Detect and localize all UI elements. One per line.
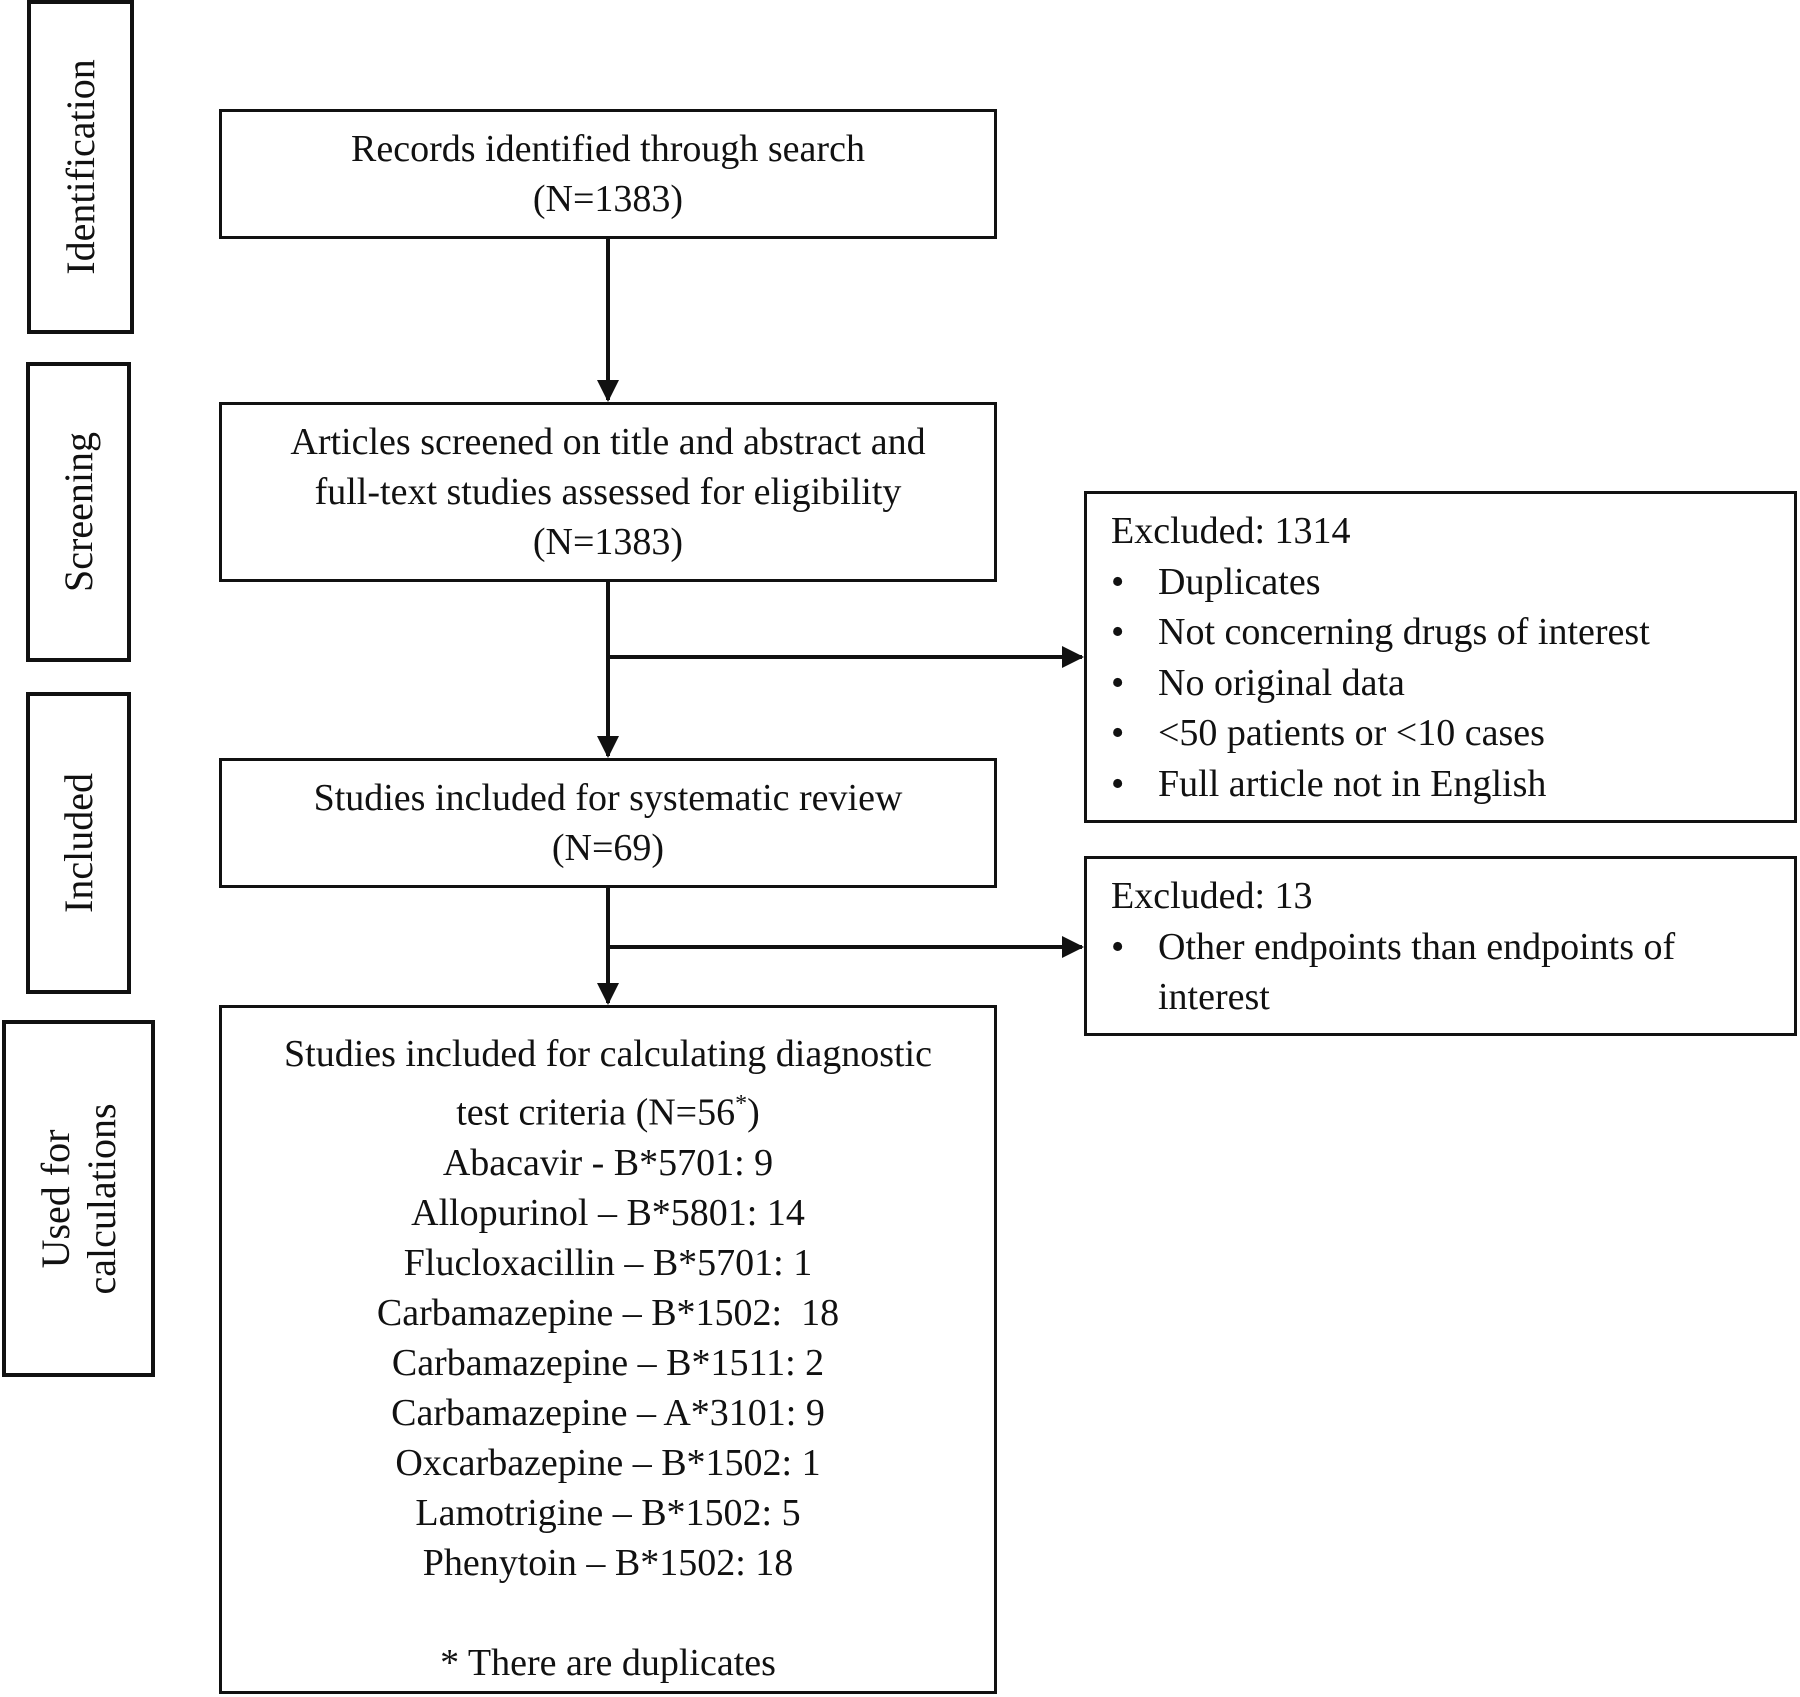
excluded-box-2: Excluded: 13 • Other endpoints than endpo… <box>1084 856 1797 1036</box>
calculations-line2: test criteria (N=56*) <box>456 1079 760 1138</box>
calc-item: Oxcarbazepine – B*1502: 1 <box>395 1441 821 1484</box>
arrowhead-records-to-screened <box>597 380 619 402</box>
stage-used-for-calculations: Used for calculations <box>2 1020 155 1377</box>
screened-box: Articles screened on title and abstract … <box>219 402 997 582</box>
calc-item: Flucloxacillin – B*5701: 1 <box>403 1241 813 1284</box>
calculations-line1: Studies included for calculating diagnos… <box>284 1033 932 1075</box>
calc-item: Carbamazepine – B*1502: 18 <box>376 1291 840 1334</box>
systematic-review-box: Studies included for systematic review (… <box>219 758 997 888</box>
excluded-1-title: Excluded: 1314 <box>1111 510 1351 552</box>
list-item: • <50 patients or <10 cases <box>1111 708 1794 759</box>
excluded-1-item: Full article not in English <box>1158 762 1547 805</box>
calc-item: Abacavir - B*5701: 9 <box>442 1141 774 1184</box>
calc-item: Carbamazepine – A*3101: 9 <box>391 1391 825 1434</box>
calculations-line2-close: ) <box>747 1091 760 1134</box>
screened-count: (N=1383) <box>532 521 684 563</box>
excluded-1-item: Not concerning drugs of interest <box>1158 611 1650 653</box>
systematic-line1: Studies included for systematic review <box>313 777 903 819</box>
stage-included: Included <box>26 692 131 994</box>
stage-identification: Identification <box>27 0 134 334</box>
stage-screening: Screening <box>26 362 131 662</box>
calculations-asterisk: * <box>735 1091 748 1117</box>
arrowhead-excluded-2 <box>1062 936 1084 958</box>
calc-item: Lamotrigine – B*1502: 5 <box>415 1491 801 1534</box>
arrowhead-excluded-1 <box>1062 646 1084 668</box>
calc-item: Carbamazepine – B*1511: 2 <box>391 1341 825 1384</box>
excluded-1-item: <50 patients or <10 cases <box>1158 712 1545 754</box>
calc-item: Phenytoin – B*1502: 18 <box>422 1541 794 1584</box>
arrowhead-screened-to-systematic <box>597 736 619 758</box>
list-item: • Full article not in English <box>1111 759 1794 810</box>
records-identified-box: Records identified through search (N=138… <box>219 109 997 239</box>
arrowhead-systematic-to-calculations <box>597 983 619 1005</box>
list-item: • Duplicates <box>1111 557 1794 608</box>
bullet-icon: • <box>1111 712 1125 754</box>
excluded-2-list: • Other endpoints than endpoints of intere… <box>1111 922 1794 1023</box>
bullet-icon: • <box>1111 925 1125 968</box>
list-item: • Other endpoints than endpoints of intere… <box>1111 922 1794 1023</box>
bullet-icon: • <box>1111 661 1125 704</box>
calculations-box: Studies included for calculating diagnos… <box>219 1005 997 1694</box>
calculations-line2-text: test criteria (N=56 <box>456 1091 736 1134</box>
bullet-icon: • <box>1111 560 1125 603</box>
excluded-2-item-line2: interest <box>1158 976 1270 1018</box>
calc-item: Allopurinol – B*5801: 14 <box>411 1191 805 1234</box>
excluded-1-item: Duplicates <box>1158 560 1321 603</box>
bullet-icon: • <box>1111 762 1125 805</box>
screened-line2: full-text studies assessed for eligibili… <box>314 471 902 513</box>
list-item: • No original data <box>1111 658 1794 709</box>
bullet-icon: • <box>1111 611 1125 653</box>
excluded-1-list: • Duplicates • Not concerning drugs of int… <box>1111 557 1794 810</box>
excluded-1-item: No original data <box>1158 661 1405 704</box>
excluded-box-1: Excluded: 1314 • Duplicates • Not concerni… <box>1084 491 1797 823</box>
screened-line1: Articles screened on title and abstract … <box>290 421 926 463</box>
records-line1: Records identified through search <box>351 128 865 170</box>
list-item: • Not concerning drugs of interest <box>1111 607 1794 658</box>
systematic-count: (N=69) <box>551 827 665 869</box>
calculations-footnote: * There are duplicates <box>440 1641 776 1684</box>
excluded-2-item-line1: Other endpoints than endpoints of <box>1158 925 1676 968</box>
excluded-2-title: Excluded: 13 <box>1111 875 1313 917</box>
records-count: (N=1383) <box>532 178 684 220</box>
